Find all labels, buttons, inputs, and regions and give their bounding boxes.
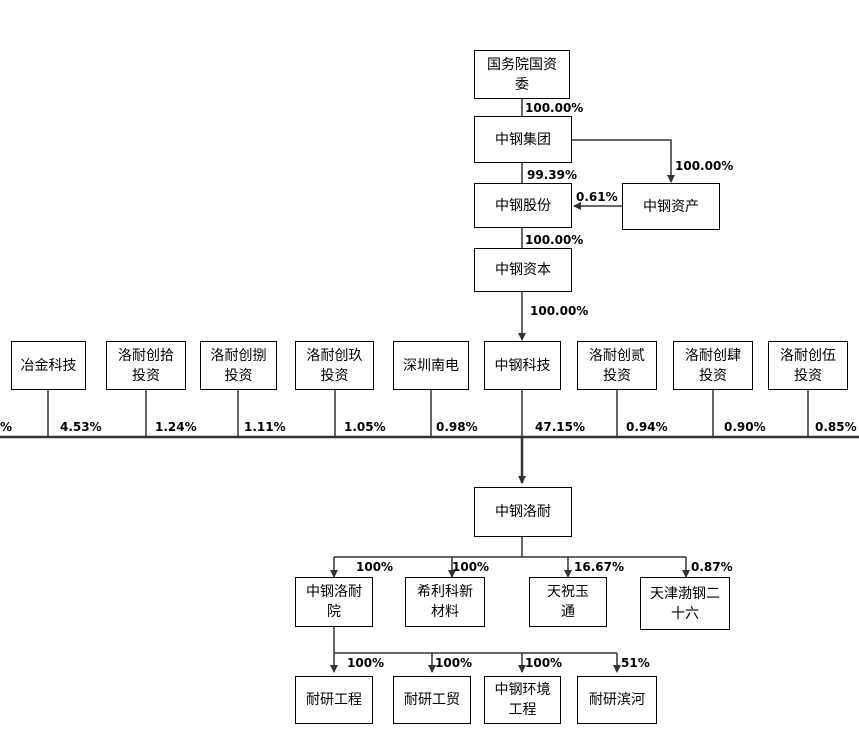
pct-holder: 1.24% xyxy=(155,420,197,434)
pct-group-shares: 99.39% xyxy=(527,168,577,182)
subsidiary-label: 希利科新材料 xyxy=(417,584,473,620)
subsidiary-box: 天祝玉通 xyxy=(529,577,607,627)
sasac-box: 国务院国资委 xyxy=(474,50,570,99)
pct-institute-sub: 100% xyxy=(525,656,563,670)
pct-holder: 0.98% xyxy=(436,420,478,434)
subsidiary-box: 中钢洛耐院 xyxy=(295,577,373,627)
institute-sub-box: 耐研工贸 xyxy=(393,676,471,724)
capital-box: 中钢资本 xyxy=(474,248,572,292)
pct-subsidiary: 0.87% xyxy=(691,560,733,574)
holder-label: 中钢科技 xyxy=(494,357,551,374)
subsidiary-label: 中钢洛耐院 xyxy=(306,584,362,620)
pct-shares-capital: 100.00% xyxy=(525,233,584,247)
pct-group-assets: 100.00% xyxy=(675,159,734,173)
pct-institute-sub: 100% xyxy=(347,656,385,670)
holder-box: 洛耐创伍投资 xyxy=(768,341,848,390)
pct-holder: 1.11% xyxy=(244,420,286,434)
subsidiary-label: 天津渤钢二十六 xyxy=(650,585,720,622)
pct-holder: 0.90% xyxy=(724,420,766,434)
center-box: 中钢洛耐 xyxy=(474,487,572,537)
holder-box: 洛耐创肆投资 xyxy=(673,341,753,390)
pct-sasac-group: 100.00% xyxy=(525,101,584,115)
pct-left-cut: % xyxy=(0,420,13,434)
pct-holder: 0.94% xyxy=(626,420,668,434)
group-label: 中钢集团 xyxy=(495,131,551,148)
holder-box: 洛耐创拾投资 xyxy=(106,341,186,390)
institute-sub-label: 耐研工程 xyxy=(306,692,362,708)
holder-label: 洛耐创玖投资 xyxy=(306,347,363,384)
pct-holder: 1.05% xyxy=(344,420,386,434)
holder-box: 深圳南电 xyxy=(393,341,469,390)
sasac-label: 国务院国资委 xyxy=(487,56,557,93)
holder-box: 洛耐创贰投资 xyxy=(577,341,657,390)
pct-institute-sub: 51% xyxy=(621,656,650,670)
pct-assets-shares: 0.61% xyxy=(576,190,618,204)
pct-capital-tech: 100.00% xyxy=(530,304,589,318)
holder-label: 洛耐创伍投资 xyxy=(780,347,836,384)
holder-label: 深圳南电 xyxy=(403,357,459,374)
subsidiary-box: 天津渤钢二十六 xyxy=(640,577,730,630)
assets-label: 中钢资产 xyxy=(643,198,699,215)
holder-label: 洛耐创拾投资 xyxy=(118,347,174,384)
pct-holder: 47.15% xyxy=(535,420,585,434)
pct-subsidiary: 100% xyxy=(452,560,490,574)
group-box: 中钢集团 xyxy=(474,116,572,163)
pct-subsidiary: 100% xyxy=(356,560,394,574)
holder-label: 洛耐创肆投资 xyxy=(685,347,741,384)
capital-label: 中钢资本 xyxy=(495,262,551,278)
holder-label: 冶金科技 xyxy=(20,357,77,374)
holder-box: 中钢科技 xyxy=(484,341,561,390)
holder-label: 洛耐创贰投资 xyxy=(589,347,645,384)
assets-box: 中钢资产 xyxy=(622,183,720,230)
shares-label: 中钢股份 xyxy=(495,197,551,214)
pct-holder: 4.53% xyxy=(60,420,102,434)
pct-institute-sub: 100% xyxy=(435,656,473,670)
holder-label: 洛耐创捌投资 xyxy=(210,347,267,384)
center-label: 中钢洛耐 xyxy=(495,504,551,520)
shares-box: 中钢股份 xyxy=(474,183,572,228)
institute-sub-box: 耐研滨河 xyxy=(577,676,657,724)
institute-sub-label: 中钢环境工程 xyxy=(494,682,551,718)
institute-sub-box: 耐研工程 xyxy=(295,676,373,724)
pct-holder: 0.85% xyxy=(815,420,857,434)
holder-box: 洛耐创捌投资 xyxy=(200,341,277,390)
holder-box: 洛耐创玖投资 xyxy=(295,341,374,390)
pct-subsidiary: 16.67% xyxy=(574,560,624,574)
institute-sub-label: 耐研滨河 xyxy=(589,692,645,708)
holder-box: 冶金科技 xyxy=(11,341,86,390)
subsidiary-box: 希利科新材料 xyxy=(405,577,485,627)
institute-sub-box: 中钢环境工程 xyxy=(484,676,561,724)
institute-sub-label: 耐研工贸 xyxy=(404,692,460,708)
subsidiary-label: 天祝玉通 xyxy=(547,584,589,620)
